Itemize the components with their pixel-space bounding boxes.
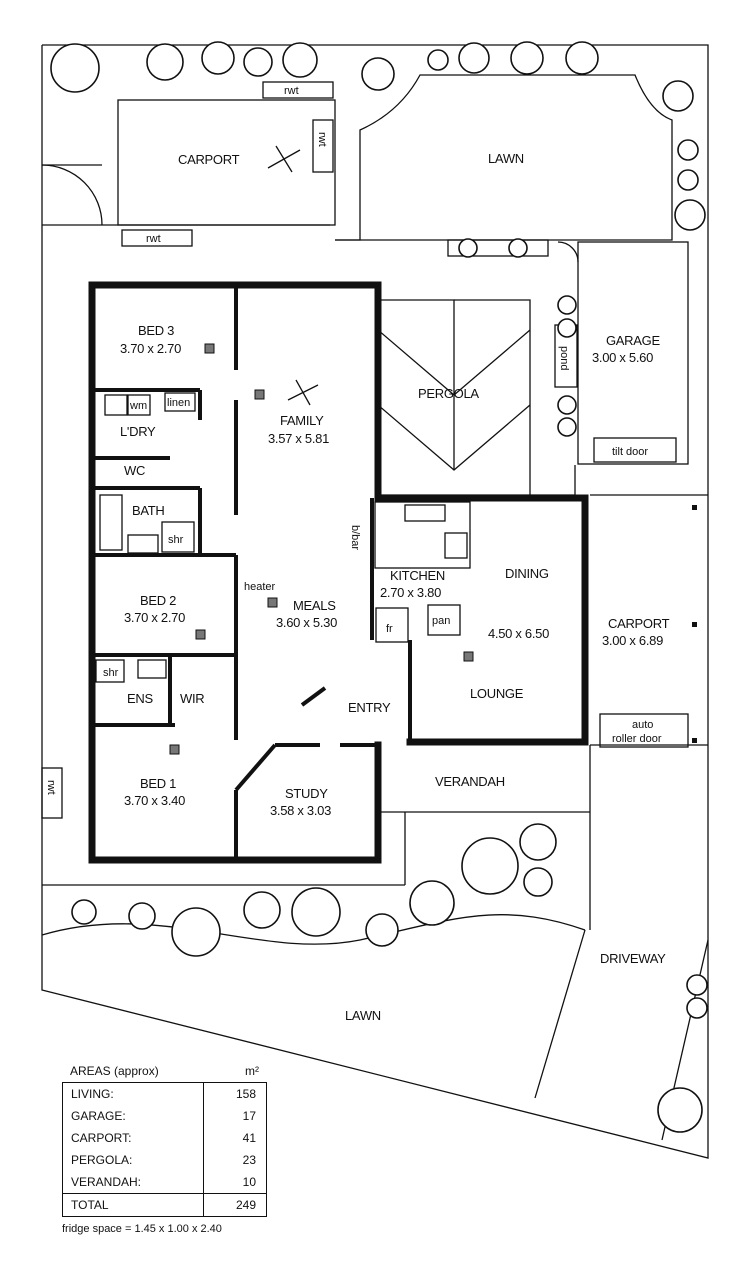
kitchen-label: KITCHEN — [390, 568, 445, 583]
carport-side — [590, 494, 708, 748]
carport-top-label: CARPORT — [178, 152, 240, 167]
rainwater-tank-4 — [41, 767, 63, 819]
rwt-label-3: rwt — [146, 233, 161, 245]
fridge-note: fridge space = 1.45 x 1.00 x 2.40 — [62, 1223, 222, 1235]
heater-label: heater — [244, 581, 276, 593]
family-size: 3.57 x 5.81 — [268, 431, 329, 446]
bbar-label: b/bar — [349, 525, 361, 550]
area-value: 41 — [242, 1131, 256, 1145]
table-row: VERANDAH: 10 — [63, 1171, 266, 1193]
lawn-top-boundary — [335, 74, 673, 257]
lounge-label: LOUNGE — [470, 686, 524, 701]
verandah — [378, 745, 591, 813]
entry-label: ENTRY — [348, 700, 391, 715]
carport-side-label: CARPORT — [608, 616, 670, 631]
dining-label: DINING — [505, 566, 549, 581]
roller-door-line2: roller door — [612, 733, 662, 745]
tree-icons — [50, 41, 708, 1133]
carport-side-size: 3.00 x 6.89 — [602, 633, 663, 648]
lounge-size: 4.50 x 6.50 — [488, 626, 549, 641]
wc-label: WC — [124, 463, 145, 478]
lawn-bottom-label: LAWN — [345, 1008, 381, 1023]
study-label: STUDY — [285, 786, 328, 801]
rainwater-tank-3 — [121, 229, 193, 247]
bed2-size: 3.70 x 2.70 — [124, 610, 185, 625]
rainwater-tank-2 — [312, 119, 334, 173]
site-boundary — [41, 44, 709, 1159]
garage-size: 3.00 x 5.60 — [592, 350, 653, 365]
rainwater-tank-1 — [262, 81, 334, 99]
family-label: FAMILY — [280, 413, 324, 428]
rwt-label-2: rwt — [316, 132, 328, 147]
table-row: GARAGE: 17 — [63, 1105, 266, 1127]
pergola-label: PERGOLA — [418, 386, 479, 401]
area-value: 23 — [242, 1153, 256, 1167]
carport-top — [117, 99, 336, 226]
study-size: 3.58 x 3.03 — [270, 803, 331, 818]
garage-door-label: tilt door — [612, 446, 648, 458]
areas-unit: m² — [245, 1064, 259, 1078]
wet-area-fittings — [95, 392, 196, 683]
meals-size: 3.60 x 5.30 — [276, 615, 337, 630]
garage-label: GARAGE — [606, 333, 660, 348]
area-label: CARPORT: — [63, 1127, 204, 1149]
area-value: 17 — [242, 1109, 256, 1123]
rwt-label-4: rwt — [45, 780, 57, 795]
ens-label: ENS — [127, 691, 153, 706]
total-value: 249 — [235, 1198, 256, 1212]
linen-label: linen — [167, 397, 190, 409]
area-label: LIVING: — [63, 1083, 204, 1105]
pond-label: pond — [558, 346, 570, 370]
area-label: PERGOLA: — [63, 1149, 204, 1171]
shr-ens-label: shr — [103, 667, 119, 679]
bed3-size: 3.70 x 2.70 — [120, 341, 181, 356]
room-markers — [169, 343, 474, 755]
bed1-label: BED 1 — [140, 776, 176, 791]
kitchen-fittings — [374, 501, 471, 643]
table-row: PERGOLA: 23 — [63, 1149, 266, 1171]
laundry-label: L'DRY — [120, 424, 156, 439]
kitchen-size: 2.70 x 3.80 — [380, 585, 441, 600]
bed1-size: 3.70 x 3.40 — [124, 793, 185, 808]
table-row: LIVING: 158 — [63, 1083, 266, 1105]
interior-walls — [92, 285, 412, 860]
driveway-label: DRIVEWAY — [600, 951, 666, 966]
bed2-label: BED 2 — [140, 593, 176, 608]
area-label: VERANDAH: — [63, 1171, 204, 1193]
roller-door-line1: auto — [632, 719, 653, 731]
bed3-label: BED 3 — [138, 323, 174, 338]
areas-header: AREAS (approx) m² — [62, 1060, 267, 1082]
total-label: TOTAL — [63, 1194, 204, 1216]
ceiling-fan-icon — [287, 379, 319, 406]
shr-bath-label: shr — [168, 534, 184, 546]
bath-label: BATH — [132, 503, 165, 518]
area-value: 10 — [242, 1175, 256, 1189]
areas-title: AREAS (approx) — [70, 1064, 159, 1078]
pantry-label: pan — [432, 615, 450, 627]
table-row: CARPORT: 41 — [63, 1127, 266, 1149]
rwt-label-1: rwt — [284, 85, 299, 97]
front-gate — [41, 164, 330, 226]
wm-label: wm — [129, 400, 147, 412]
lawn-top-label: LAWN — [488, 151, 524, 166]
wir-label: WIR — [180, 691, 204, 706]
meals-label: MEALS — [293, 598, 336, 613]
areas-box: LIVING: 158 GARAGE: 17 CARPORT: 41 PERGO… — [62, 1082, 267, 1217]
area-value: 158 — [235, 1087, 256, 1101]
fridge-label: fr — [386, 623, 393, 635]
area-label: GARAGE: — [63, 1105, 204, 1127]
areas-table: AREAS (approx) m² LIVING: 158 GARAGE: 17… — [62, 1060, 267, 1235]
verandah-label: VERANDAH — [435, 774, 505, 789]
total-row: TOTAL 249 — [63, 1193, 266, 1216]
